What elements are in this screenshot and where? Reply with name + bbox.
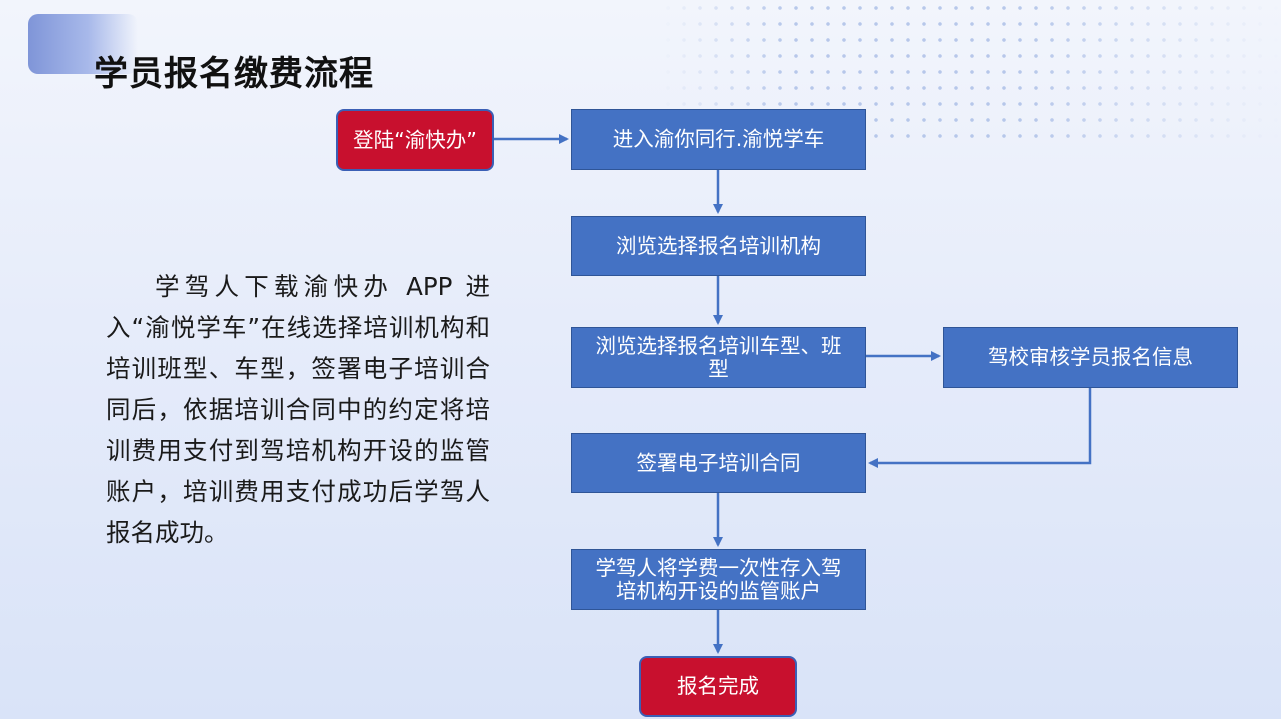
flow-step-enter-app: 进入渝你同行.渝悦学车 [571, 109, 866, 170]
flow-step-sign-contract: 签署电子培训合同 [571, 433, 866, 493]
page-title: 学员报名缴费流程 [94, 54, 374, 94]
flow-step-school-review: 驾校审核学员报名信息 [943, 327, 1238, 388]
intro-paragraph: 学驾人下载渝快办 APP 进入“渝悦学车”在线选择培训机构和培训班型、车型，签署… [106, 272, 490, 547]
arrow-review-to-step4 [868, 388, 1092, 468]
flow-step-select-class: 浏览选择报名培训车型、班型 [571, 327, 866, 388]
flow-step-select-school: 浏览选择报名培训机构 [571, 216, 866, 276]
flow-step-deposit-fee: 学驾人将学费一次性存入驾培机构开设的监管账户 [571, 549, 866, 610]
flow-end-node: 报名完成 [639, 656, 797, 717]
flow-start-node: 登陆“渝快办” [336, 109, 494, 171]
title-accent-bar [28, 14, 138, 74]
